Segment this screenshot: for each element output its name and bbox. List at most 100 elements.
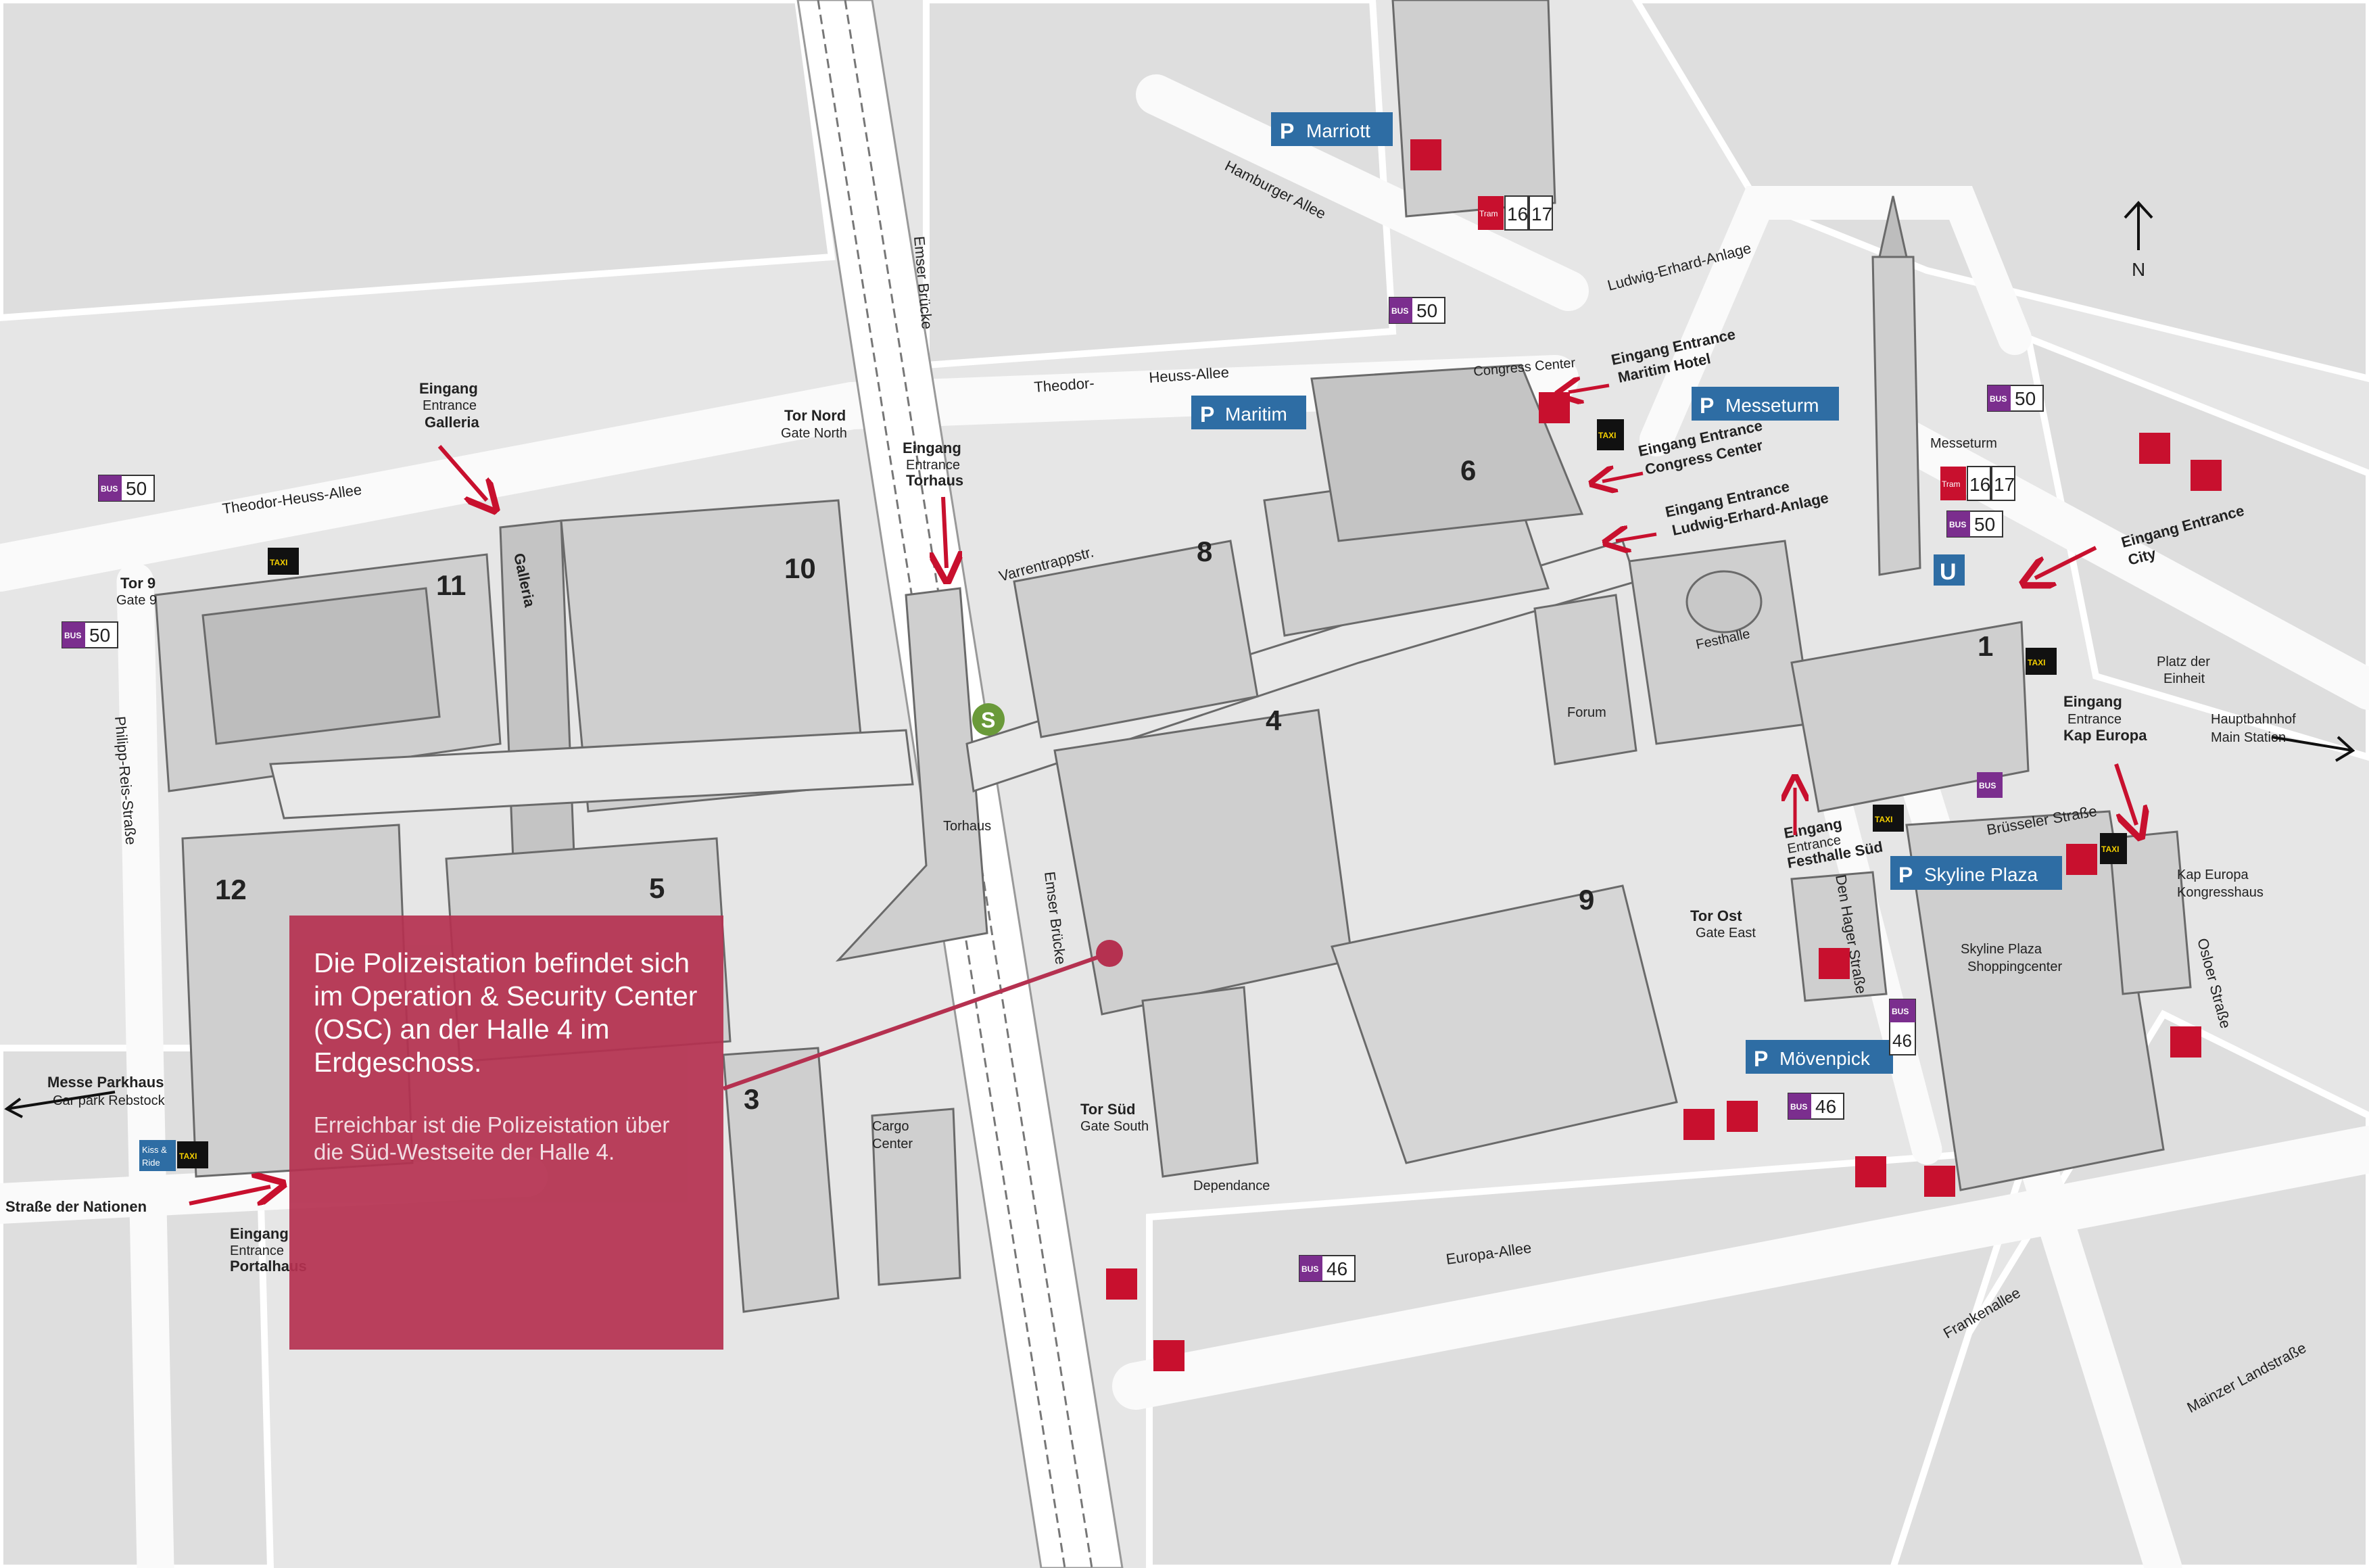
arrow-portalhaus	[189, 1187, 270, 1204]
bus-icon: BUS	[1301, 1264, 1318, 1274]
osc-location-marker	[1096, 940, 1123, 967]
hall-number-5: 6	[1460, 454, 1476, 486]
bus-46-europa-west: BUS 46	[1299, 1255, 1356, 1282]
label-kap-europa-1: Kap Europa	[2177, 868, 2249, 882]
marriott-building	[1391, 0, 1556, 218]
hotel-icon	[2191, 460, 2222, 491]
dependance-building	[1141, 986, 1259, 1178]
taxi-icon: TAXI	[1598, 431, 1616, 440]
label-forum: Forum	[1567, 705, 1606, 720]
hall-1	[1790, 621, 2030, 813]
cargo-center	[871, 1108, 961, 1286]
arrow-hauptbahnhof	[2271, 736, 2353, 752]
gates: Tor Nord Gate North Tor 9 Gate 9 Tor Ost…	[116, 407, 1756, 1134]
svg-text:46: 46	[1815, 1096, 1836, 1117]
sbahn-station: S	[972, 703, 1005, 736]
hotel-icon	[1539, 392, 1570, 423]
hall-4	[1053, 709, 1354, 1016]
label-kap-europa-2: Kongresshaus	[2177, 885, 2264, 900]
north-label: N	[2132, 259, 2145, 280]
svg-text:17: 17	[1994, 474, 2015, 495]
parking-moevenpick: P Mövenpick	[1746, 1040, 1893, 1074]
label-cargo-1: Cargo	[872, 1119, 909, 1134]
tram-icon: Tram	[1479, 209, 1498, 218]
hall-number-4: 4	[1266, 705, 1282, 736]
bus-icon: BUS	[64, 631, 81, 640]
building-labels: Galleria Torhaus Festhalle Forum Dependa…	[215, 356, 2264, 1193]
bus-50-east: BUS 50	[1987, 385, 2044, 412]
entrance-portalhaus-1: Eingang	[230, 1225, 289, 1242]
arrow-messe-parkhaus	[6, 1091, 116, 1110]
entrance-kap-1: Eingang	[2063, 693, 2122, 710]
police-info-box: Die Polizeistation befindet sich im Oper…	[289, 916, 723, 1350]
hotel-icon	[1153, 1340, 1184, 1371]
svg-text:16: 16	[1507, 204, 1528, 224]
gate-nord-2: Gate North	[781, 426, 847, 441]
hall-number-12: 3	[744, 1083, 759, 1115]
hall-number-3: 9	[1579, 884, 1594, 916]
label-torhaus: Torhaus	[943, 819, 991, 834]
bus-46-europa-east: BUS 46	[1788, 1093, 1844, 1120]
label-skyline-1: Skyline Plaza	[1961, 942, 2042, 957]
taxi-icon: TAXI	[179, 1151, 197, 1161]
gate-ost-1: Tor Ost	[1690, 907, 1742, 924]
ubahn-station: U	[1934, 554, 1965, 586]
bus-50-north: BUS 50	[1389, 297, 1445, 324]
moevenpick-building	[1790, 871, 1888, 1002]
hall-number-9: 11	[436, 569, 466, 601]
bus-icon: BUS	[1949, 520, 1966, 529]
arrow-congress	[1602, 473, 1644, 481]
torhaus-building	[835, 587, 988, 962]
taxi-kap: TAXI	[2100, 833, 2127, 864]
hall-3	[1331, 884, 1678, 1164]
hotel-icon	[1410, 139, 1441, 170]
kiss-and-ride: Kiss & Ride	[139, 1140, 176, 1171]
hall-6	[1013, 540, 1259, 738]
svg-text:Messeturm: Messeturm	[1725, 395, 1819, 416]
taxi-hall-1: TAXI	[2026, 648, 2057, 675]
svg-text:Skyline Plaza: Skyline Plaza	[1924, 864, 2038, 885]
hotel-icon	[2170, 1026, 2201, 1058]
street-osloer: Osloer Straße	[2194, 936, 2234, 1030]
galleria-hall	[499, 519, 576, 880]
bus-46-den-hager: BUS 46	[1889, 999, 1916, 1055]
hotel-icon	[2139, 433, 2170, 464]
osc-pointer-line	[723, 951, 1109, 1091]
label-platz-einheit-1: Platz der	[2157, 655, 2210, 669]
parking-icon: P	[1898, 863, 1913, 887]
info-body: Erreichbar ist die Polizeistation über d…	[314, 1112, 670, 1164]
entrance-galleria-3: Galleria	[425, 414, 479, 431]
taxi-festhalle-sued: TAXI	[1873, 805, 1904, 832]
bus-icon: BUS	[1979, 781, 1996, 790]
hotel-icons	[1106, 139, 2222, 1371]
parking-marriott: P Marriott	[1271, 112, 1393, 146]
street-theodor: Theodor-	[1034, 375, 1095, 396]
hall-12	[722, 1047, 840, 1313]
entrance-portalhaus-2: Entrance	[230, 1243, 284, 1258]
gate-ost-2: Gate East	[1696, 926, 1756, 941]
ubahn-icon: U	[1940, 559, 1957, 585]
entrance-kap-3: Kap Europa	[2063, 727, 2147, 744]
label-platz-einheit-2: Einheit	[2163, 671, 2205, 686]
forum-building	[1533, 594, 1637, 765]
svg-text:50: 50	[1974, 514, 1995, 535]
label-hauptbahnhof-1: Hauptbahnhof	[2211, 712, 2296, 727]
north-arrow: N	[2124, 201, 2153, 280]
hall-number-8: 10	[784, 552, 816, 584]
svg-text:50: 50	[2015, 388, 2036, 409]
gate-nord-1: Tor Nord	[784, 407, 846, 424]
hall-number-10: 5	[649, 872, 665, 904]
parking-icon: P	[1700, 394, 1714, 418]
bus-icon: BUS	[1990, 394, 2007, 404]
svg-text:Mövenpick: Mövenpick	[1779, 1048, 1871, 1069]
tram-marriott: Tram 16 17	[1478, 195, 1553, 231]
svg-text:Maritim: Maritim	[1225, 404, 1287, 425]
street-emser-bruecke-south: Emser Brücke	[1041, 871, 1070, 966]
hotel-icon	[1819, 948, 1850, 979]
bus-icon: BUS	[1790, 1102, 1807, 1112]
label-dependance: Dependance	[1193, 1179, 1270, 1193]
svg-text:17: 17	[1531, 204, 1552, 224]
bus-50-west-top: BUS 50	[98, 475, 155, 502]
congress-center-building	[1310, 364, 1584, 542]
label-cargo-2: Center	[872, 1137, 913, 1151]
